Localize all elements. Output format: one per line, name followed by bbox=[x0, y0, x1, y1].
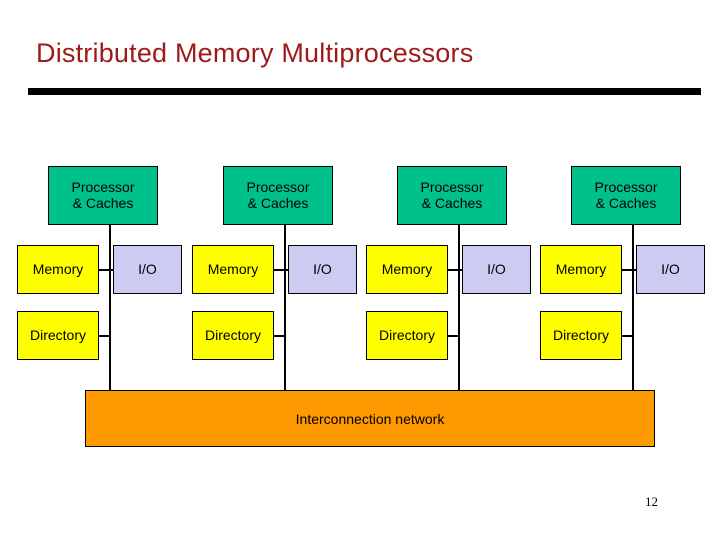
node-2-io-box[interactable]: I/O bbox=[288, 245, 357, 294]
node-1-io-box[interactable]: I/O bbox=[113, 245, 182, 294]
node-1-io-connector bbox=[110, 269, 114, 271]
node-2-processor-label-line2: & Caches bbox=[247, 194, 309, 211]
node-2-processor-label-line1: Processor bbox=[246, 178, 310, 195]
node-3-memory-box[interactable]: Memory bbox=[366, 245, 448, 294]
node-2-memory-connector bbox=[274, 269, 285, 271]
node-1: Processor & Caches Memory I/O Directory bbox=[17, 0, 217, 540]
node-3-io-connector bbox=[459, 269, 463, 271]
node-1-processor-box[interactable]: Processor & Caches bbox=[48, 166, 158, 225]
node-3-bus-line bbox=[458, 225, 460, 391]
node-4-memory-box[interactable]: Memory bbox=[540, 245, 622, 294]
node-1-directory-box[interactable]: Directory bbox=[17, 311, 99, 360]
title-divider bbox=[28, 88, 701, 95]
page-number: 12 bbox=[645, 494, 658, 509]
node-2-processor-box[interactable]: Processor & Caches bbox=[223, 166, 333, 225]
node-2-directory-box[interactable]: Directory bbox=[192, 311, 274, 360]
node-3: Processor & Caches Memory I/O Directory bbox=[366, 0, 566, 540]
node-2-bus-line bbox=[284, 225, 286, 391]
node-3-directory-connector bbox=[448, 335, 459, 337]
node-2-memory-box[interactable]: Memory bbox=[192, 245, 274, 294]
page-title: Distributed Memory Multiprocessors bbox=[36, 38, 474, 68]
node-4-io-connector bbox=[633, 269, 637, 271]
node-3-directory-box[interactable]: Directory bbox=[366, 311, 448, 360]
node-1-processor-label-line1: Processor bbox=[71, 178, 135, 195]
node-2-io-connector bbox=[285, 269, 289, 271]
node-4-memory-connector bbox=[622, 269, 633, 271]
node-1-memory-connector bbox=[99, 269, 110, 271]
node-1-directory-connector bbox=[99, 335, 110, 337]
node-4-processor-label-line1: Processor bbox=[594, 178, 658, 195]
node-4-io-box[interactable]: I/O bbox=[636, 245, 705, 294]
node-1-bus-line bbox=[109, 225, 111, 391]
node-1-memory-box[interactable]: Memory bbox=[17, 245, 99, 294]
node-3-processor-box[interactable]: Processor & Caches bbox=[397, 166, 507, 225]
node-4-processor-box[interactable]: Processor & Caches bbox=[571, 166, 681, 225]
node-4-bus-line bbox=[632, 225, 634, 391]
node-4-processor-label-line2: & Caches bbox=[595, 194, 657, 211]
node-3-io-box[interactable]: I/O bbox=[462, 245, 531, 294]
node-1-processor-label-line2: & Caches bbox=[72, 194, 134, 211]
node-2-directory-connector bbox=[274, 335, 285, 337]
node-4-directory-connector bbox=[622, 335, 633, 337]
interconnection-network-bar[interactable]: Interconnection network bbox=[85, 390, 655, 447]
node-4-directory-box[interactable]: Directory bbox=[540, 311, 622, 360]
node-3-processor-label-line2: & Caches bbox=[421, 194, 483, 211]
node-4: Processor & Caches Memory I/O Directory bbox=[540, 0, 720, 540]
node-3-processor-label-line1: Processor bbox=[420, 178, 484, 195]
node-3-memory-connector bbox=[448, 269, 459, 271]
node-2: Processor & Caches Memory I/O Directory bbox=[192, 0, 392, 540]
